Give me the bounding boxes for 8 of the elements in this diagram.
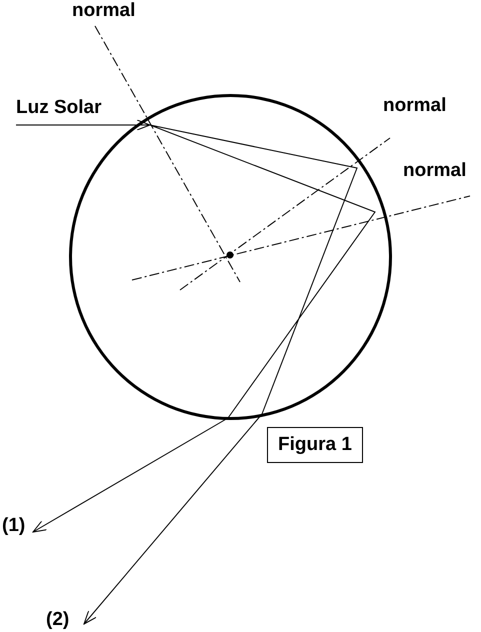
figure-caption: Figura 1 [267, 427, 363, 463]
ray-label: (2) [46, 609, 70, 631]
normal-label: normal [383, 95, 446, 117]
normal-label: normal [403, 160, 466, 182]
sunlight-label: Luz Solar [16, 97, 102, 119]
ray-label: (1) [2, 515, 26, 537]
incoming-ray-arrow [16, 120, 150, 130]
normal-label: normal [72, 0, 136, 22]
